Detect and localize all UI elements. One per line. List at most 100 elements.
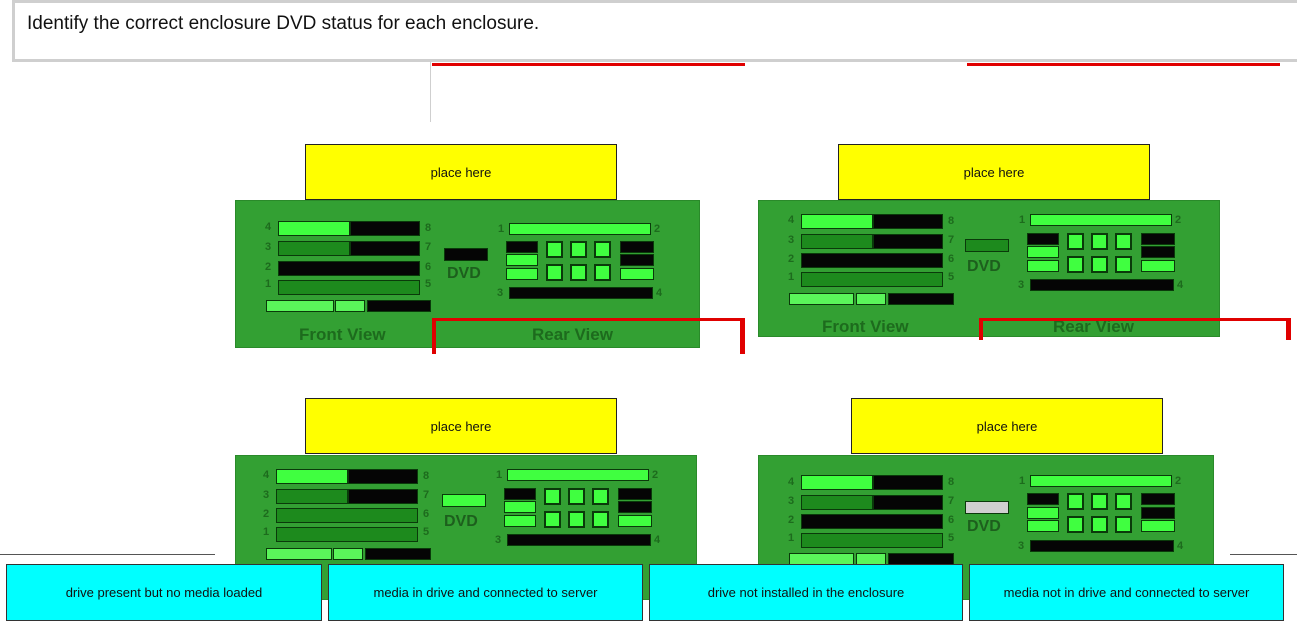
rear-slot <box>1091 516 1108 533</box>
rear-port <box>1141 507 1175 519</box>
status-bar <box>365 548 431 560</box>
rear-slot <box>594 264 611 281</box>
dvd-label: DVD <box>447 265 481 282</box>
red-line <box>1286 318 1291 340</box>
rear-slot <box>1115 233 1132 250</box>
answer-option-2[interactable]: media in drive and connected to server <box>328 564 643 621</box>
rear-port <box>506 254 538 266</box>
rear-port <box>1027 507 1059 519</box>
rear-slot <box>546 264 563 281</box>
enclosure-panel-1: 4 3 2 1 8 7 6 5 Front View DVD 1 2 3 4 R… <box>235 200 700 348</box>
rear-number: 1 <box>498 223 505 235</box>
rear-slot <box>544 488 561 505</box>
rear-port <box>1141 493 1175 505</box>
rear-port <box>1141 260 1175 272</box>
rear-slot <box>1091 493 1108 510</box>
rear-port <box>504 515 536 527</box>
bay-number: 6 <box>948 253 955 265</box>
rear-bar <box>507 534 651 546</box>
red-line <box>432 318 744 321</box>
front-view-label: Front View <box>299 325 386 344</box>
enclosure-panel-2: 4 3 2 1 8 7 6 5 Front View DVD 1 2 3 4 R… <box>758 200 1220 337</box>
dvd-label: DVD <box>967 258 1001 275</box>
drive-bay <box>801 253 943 268</box>
rear-number: 3 <box>1018 279 1025 291</box>
bay-number: 2 <box>263 508 270 520</box>
rear-view-label: Rear View <box>1053 317 1134 336</box>
rear-port <box>1027 520 1059 532</box>
drive-bay <box>276 469 348 484</box>
answer-option-1[interactable]: drive present but no media loaded <box>6 564 322 621</box>
bay-number: 6 <box>948 514 955 526</box>
red-line <box>740 318 745 354</box>
status-bar <box>856 293 886 305</box>
drive-bay <box>348 489 418 504</box>
status-bar <box>789 293 854 305</box>
rear-port <box>618 515 652 527</box>
rear-port <box>620 254 654 266</box>
bay-number: 2 <box>788 514 795 526</box>
rear-port <box>620 268 654 280</box>
rear-slot <box>1067 233 1084 250</box>
drive-bay <box>278 261 420 276</box>
rear-bar <box>1030 279 1174 291</box>
red-line <box>432 318 436 354</box>
rear-number: 4 <box>1177 540 1184 552</box>
bay-number: 1 <box>265 278 272 290</box>
rear-slot <box>544 511 561 528</box>
bay-number: 5 <box>423 526 430 538</box>
drop-target-4[interactable]: place here <box>851 398 1163 454</box>
drive-bay <box>350 241 420 256</box>
bay-number: 5 <box>948 271 955 283</box>
rear-port <box>504 488 536 500</box>
rear-bar <box>509 287 653 299</box>
rear-slot <box>594 241 611 258</box>
drive-bay <box>278 221 350 236</box>
drop-target-1[interactable]: place here <box>305 144 617 200</box>
rear-number: 1 <box>1019 475 1026 487</box>
answer-option-3[interactable]: drive not installed in the enclosure <box>649 564 963 621</box>
drop-target-3[interactable]: place here <box>305 398 617 454</box>
bay-number: 8 <box>425 222 432 234</box>
rear-number: 3 <box>497 287 504 299</box>
drive-bay <box>276 508 418 523</box>
rear-bar <box>507 469 649 481</box>
answer-option-4[interactable]: media not in drive and connected to serv… <box>969 564 1284 621</box>
rear-slot <box>592 488 609 505</box>
rear-bar <box>1030 214 1172 226</box>
rear-slot <box>568 511 585 528</box>
rear-number: 2 <box>1175 475 1182 487</box>
red-line <box>979 318 983 340</box>
status-bar <box>335 300 365 312</box>
drive-bay <box>801 475 873 490</box>
bay-number: 6 <box>425 261 432 273</box>
rear-slot <box>570 241 587 258</box>
bay-number: 4 <box>788 214 795 226</box>
dvd-drive-slot <box>444 248 488 261</box>
bay-number: 5 <box>425 278 432 290</box>
dvd-label: DVD <box>967 518 1001 535</box>
drop-target-2[interactable]: place here <box>838 144 1150 200</box>
drive-bay <box>873 214 943 229</box>
dvd-drive-slot <box>965 239 1009 252</box>
rear-port <box>1027 233 1059 245</box>
drive-bay <box>801 514 943 529</box>
rear-port <box>1141 520 1175 532</box>
rear-slot <box>1115 256 1132 273</box>
rear-slot <box>1115 516 1132 533</box>
drive-bay <box>801 272 943 287</box>
rear-slot <box>1091 233 1108 250</box>
dvd-drive-slot <box>442 494 486 507</box>
bay-number: 1 <box>788 532 795 544</box>
red-line <box>979 318 1291 321</box>
bay-number: 7 <box>423 489 430 501</box>
rear-number: 1 <box>1019 214 1026 226</box>
dvd-label: DVD <box>444 513 478 530</box>
dvd-drive-slot <box>965 501 1009 514</box>
rear-slot <box>1067 256 1084 273</box>
bay-number: 3 <box>263 489 270 501</box>
rear-bar <box>509 223 651 235</box>
status-bar <box>888 293 954 305</box>
rear-number: 2 <box>654 223 661 235</box>
bay-number: 7 <box>425 241 432 253</box>
